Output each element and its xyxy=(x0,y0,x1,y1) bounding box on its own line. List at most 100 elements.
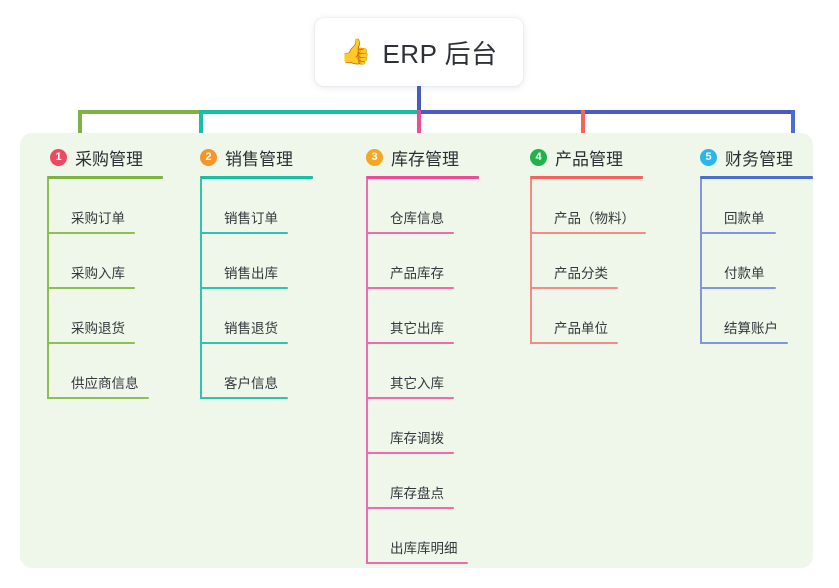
leaf-label: 产品（物料） xyxy=(554,211,635,226)
branch-rule-2 xyxy=(200,176,313,179)
branch-column-3: 3 库存管理 仓库信息 产品库存 其它出库 其它入库 库存调拨 xyxy=(366,143,516,564)
leaf-item[interactable]: 产品单位 xyxy=(530,289,660,344)
drop-line-branch-4 xyxy=(581,110,585,143)
thumbs-up-icon: 👍 xyxy=(340,37,372,66)
branch-label-5: 财务管理 xyxy=(725,149,793,169)
leaf-rule xyxy=(700,232,776,234)
leaf-rule xyxy=(366,562,468,564)
leaf-rule xyxy=(200,342,288,344)
branch-badge-1: 1 xyxy=(50,148,67,166)
branch-badge-2: 2 xyxy=(200,148,217,166)
leaf-item[interactable]: 产品（物料） xyxy=(530,179,660,234)
branch-spine-1 xyxy=(47,179,49,399)
leaf-label: 付款单 xyxy=(724,266,765,281)
leaf-rule xyxy=(47,287,135,289)
leaf-rule xyxy=(200,232,288,234)
leaf-rule xyxy=(530,342,618,344)
leaf-item[interactable]: 销售订单 xyxy=(200,179,323,234)
branch-badge-4: 4 xyxy=(530,148,547,166)
branch-leaves-1: 采购订单 采购入库 采购退货 供应商信息 xyxy=(47,179,170,399)
leaf-item[interactable]: 供应商信息 xyxy=(47,344,170,399)
leaf-label: 产品分类 xyxy=(554,266,608,281)
leaf-rule xyxy=(700,342,788,344)
branch-spine-4 xyxy=(530,179,532,344)
drop-line-branch-2 xyxy=(199,110,203,143)
leaf-item[interactable]: 产品库存 xyxy=(366,234,496,289)
branch-spine-5 xyxy=(700,179,702,344)
branch-column-1: 1 采购管理 采购订单 采购入库 采购退货 供应商信息 xyxy=(30,143,170,399)
branch-spine-3 xyxy=(366,179,368,564)
leaf-label: 其它出库 xyxy=(390,321,444,336)
leaf-item[interactable]: 采购订单 xyxy=(47,179,170,234)
leaf-item[interactable]: 销售退货 xyxy=(200,289,323,344)
drop-line-branch-1 xyxy=(78,110,82,143)
leaf-item[interactable]: 付款单 xyxy=(700,234,823,289)
branch-rule-1 xyxy=(47,176,163,179)
branch-header-5[interactable]: 5 财务管理 xyxy=(700,143,839,171)
leaf-label: 产品库存 xyxy=(390,266,444,281)
leaf-label: 采购入库 xyxy=(71,266,125,281)
leaf-rule xyxy=(366,452,454,454)
leaf-rule xyxy=(366,342,454,344)
branch-spine-2 xyxy=(200,179,202,399)
branch-badge-5: 5 xyxy=(700,148,717,166)
branch-header-4[interactable]: 4 产品管理 xyxy=(530,143,690,171)
branch-header-1[interactable]: 1 采购管理 xyxy=(30,143,170,171)
leaf-label: 出库库明细 xyxy=(390,541,458,556)
leaf-label: 采购退货 xyxy=(71,321,125,336)
trunk-line xyxy=(417,86,421,112)
branch-leaves-5: 回款单 付款单 结算账户 xyxy=(700,179,823,344)
leaf-item[interactable]: 库存调拨 xyxy=(366,399,496,454)
leaf-label: 采购订单 xyxy=(71,211,125,226)
branch-badge-3: 3 xyxy=(366,148,383,166)
leaf-item[interactable]: 回款单 xyxy=(700,179,823,234)
branch-leaves-2: 销售订单 销售出库 销售退货 客户信息 xyxy=(200,179,323,399)
bus-segment-teal xyxy=(199,110,419,114)
leaf-rule xyxy=(200,397,288,399)
leaf-rule xyxy=(366,287,454,289)
leaf-item[interactable]: 库存盘点 xyxy=(366,454,496,509)
branch-column-5: 5 财务管理 回款单 付款单 结算账户 xyxy=(700,143,839,344)
leaf-rule xyxy=(530,287,618,289)
branch-column-4: 4 产品管理 产品（物料） 产品分类 产品单位 xyxy=(530,143,690,344)
leaf-item[interactable]: 采购退货 xyxy=(47,289,170,344)
leaf-label: 销售退货 xyxy=(224,321,278,336)
leaf-item[interactable]: 客户信息 xyxy=(200,344,323,399)
branch-leaves-3: 仓库信息 产品库存 其它出库 其它入库 库存调拨 库存盘点 xyxy=(366,179,496,564)
bus-segment-green xyxy=(78,110,201,114)
leaf-rule xyxy=(47,342,135,344)
leaf-rule xyxy=(47,397,149,399)
leaf-item[interactable]: 其它出库 xyxy=(366,289,496,344)
leaf-item[interactable]: 采购入库 xyxy=(47,234,170,289)
leaf-item[interactable]: 其它入库 xyxy=(366,344,496,399)
leaf-rule xyxy=(366,232,454,234)
branch-label-1: 采购管理 xyxy=(75,149,143,169)
leaf-label: 结算账户 xyxy=(724,321,778,336)
leaf-label: 产品单位 xyxy=(554,321,608,336)
leaf-rule xyxy=(47,232,135,234)
leaf-label: 销售订单 xyxy=(224,211,278,226)
leaf-item[interactable]: 销售出库 xyxy=(200,234,323,289)
leaf-rule xyxy=(366,397,454,399)
drop-line-branch-3 xyxy=(417,110,421,143)
root-title: ERP 后台 xyxy=(382,38,498,69)
branch-label-3: 库存管理 xyxy=(391,149,459,169)
leaf-item[interactable]: 出库库明细 xyxy=(366,509,496,564)
leaf-item[interactable]: 仓库信息 xyxy=(366,179,496,234)
branch-header-3[interactable]: 3 库存管理 xyxy=(366,143,516,171)
bus-segment-blue xyxy=(417,110,795,114)
branch-rule-5 xyxy=(700,176,813,179)
branch-label-2: 销售管理 xyxy=(225,149,293,169)
branch-rule-3 xyxy=(366,176,479,179)
root-node[interactable]: 👍 ERP 后台 xyxy=(315,18,523,86)
branch-rule-4 xyxy=(530,176,643,179)
leaf-label: 供应商信息 xyxy=(71,376,139,391)
diagram-panel xyxy=(20,133,813,568)
root-node-content: 👍 ERP 后台 xyxy=(340,34,497,71)
branch-header-2[interactable]: 2 销售管理 xyxy=(200,143,340,171)
leaf-label: 库存盘点 xyxy=(390,486,444,501)
leaf-item[interactable]: 产品分类 xyxy=(530,234,660,289)
leaf-item[interactable]: 结算账户 xyxy=(700,289,823,344)
leaf-label: 回款单 xyxy=(724,211,765,226)
